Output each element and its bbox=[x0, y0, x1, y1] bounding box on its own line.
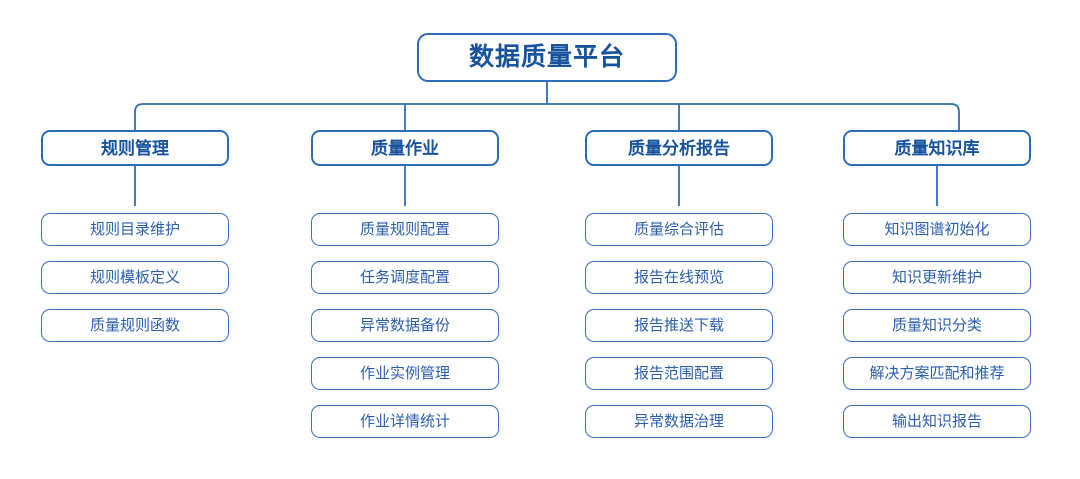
leaf-node-label: 规则模板定义 bbox=[89, 269, 180, 286]
leaf-node[interactable]: 规则模板定义 bbox=[41, 261, 229, 294]
connector-bus bbox=[134, 103, 960, 130]
leaf-node-label: 报告推送下载 bbox=[633, 317, 724, 334]
leaf-node[interactable]: 解决方案匹配和推荐 bbox=[843, 357, 1031, 390]
leaf-node-label: 知识图谱初始化 bbox=[884, 221, 990, 238]
leaf-node[interactable]: 报告范围配置 bbox=[585, 357, 773, 390]
leaf-node[interactable]: 质量知识分类 bbox=[843, 309, 1031, 342]
leaf-node[interactable]: 作业详情统计 bbox=[311, 405, 499, 438]
leaf-node[interactable]: 知识图谱初始化 bbox=[843, 213, 1031, 246]
branch-column-rule-management: 规则管理 规则目录维护 规则模板定义 质量规则函数 bbox=[41, 130, 229, 357]
category-node-label: 质量分析报告 bbox=[628, 138, 730, 158]
leaf-node[interactable]: 知识更新维护 bbox=[843, 261, 1031, 294]
leaf-node-label: 知识更新维护 bbox=[891, 269, 982, 286]
branch-column-quality-jobs: 质量作业 质量规则配置 任务调度配置 异常数据备份 作业实例管理 作业详情统计 bbox=[311, 130, 499, 453]
category-node-label: 规则管理 bbox=[101, 138, 169, 158]
leaf-list-quality-analysis-report: 质量综合评估 报告在线预览 报告推送下载 报告范围配置 异常数据治理 bbox=[585, 213, 773, 438]
leaf-node-label: 质量规则配置 bbox=[359, 221, 450, 238]
leaf-node-label: 质量综合评估 bbox=[633, 221, 724, 238]
category-node-label: 质量知识库 bbox=[894, 138, 980, 158]
leaf-node-label: 任务调度配置 bbox=[359, 269, 450, 286]
leaf-node[interactable]: 任务调度配置 bbox=[311, 261, 499, 294]
root-node[interactable]: 数据质量平台 bbox=[417, 33, 677, 82]
leaf-node[interactable]: 作业实例管理 bbox=[311, 357, 499, 390]
leaf-node[interactable]: 异常数据备份 bbox=[311, 309, 499, 342]
leaf-node[interactable]: 报告推送下载 bbox=[585, 309, 773, 342]
leaf-list-rule-management: 规则目录维护 规则模板定义 质量规则函数 bbox=[41, 213, 229, 342]
category-node-quality-knowledge-base[interactable]: 质量知识库 bbox=[843, 130, 1031, 166]
leaf-node[interactable]: 输出知识报告 bbox=[843, 405, 1031, 438]
leaf-node-label: 作业详情统计 bbox=[359, 413, 450, 430]
leaf-node[interactable]: 异常数据治理 bbox=[585, 405, 773, 438]
root-node-label: 数据质量平台 bbox=[468, 43, 625, 71]
leaf-node-label: 输出知识报告 bbox=[891, 413, 982, 430]
leaf-list-quality-jobs: 质量规则配置 任务调度配置 异常数据备份 作业实例管理 作业详情统计 bbox=[311, 213, 499, 438]
branch-column-quality-analysis-report: 质量分析报告 质量综合评估 报告在线预览 报告推送下载 报告范围配置 异常数据治… bbox=[585, 130, 773, 453]
branch-column-quality-knowledge-base: 质量知识库 知识图谱初始化 知识更新维护 质量知识分类 解决方案匹配和推荐 输出… bbox=[843, 130, 1031, 453]
leaf-node-label: 质量规则函数 bbox=[89, 317, 180, 334]
leaf-node-label: 作业实例管理 bbox=[359, 365, 450, 382]
leaf-node[interactable]: 质量规则函数 bbox=[41, 309, 229, 342]
category-node-rule-management[interactable]: 规则管理 bbox=[41, 130, 229, 166]
leaf-node-label: 解决方案匹配和推荐 bbox=[869, 365, 1005, 382]
leaf-node[interactable]: 规则目录维护 bbox=[41, 213, 229, 246]
leaf-node-label: 规则目录维护 bbox=[89, 221, 180, 238]
leaf-node-label: 异常数据治理 bbox=[633, 413, 724, 430]
leaf-node-label: 质量知识分类 bbox=[891, 317, 982, 334]
leaf-node-label: 报告范围配置 bbox=[633, 365, 724, 382]
leaf-node[interactable]: 质量规则配置 bbox=[311, 213, 499, 246]
leaf-list-quality-knowledge-base: 知识图谱初始化 知识更新维护 质量知识分类 解决方案匹配和推荐 输出知识报告 bbox=[843, 213, 1031, 438]
leaf-node-label: 异常数据备份 bbox=[359, 317, 450, 334]
category-node-quality-jobs[interactable]: 质量作业 bbox=[311, 130, 499, 166]
leaf-node[interactable]: 报告在线预览 bbox=[585, 261, 773, 294]
leaf-node[interactable]: 质量综合评估 bbox=[585, 213, 773, 246]
leaf-node-label: 报告在线预览 bbox=[633, 269, 724, 286]
category-node-quality-analysis-report[interactable]: 质量分析报告 bbox=[585, 130, 773, 166]
category-node-label: 质量作业 bbox=[371, 138, 439, 158]
